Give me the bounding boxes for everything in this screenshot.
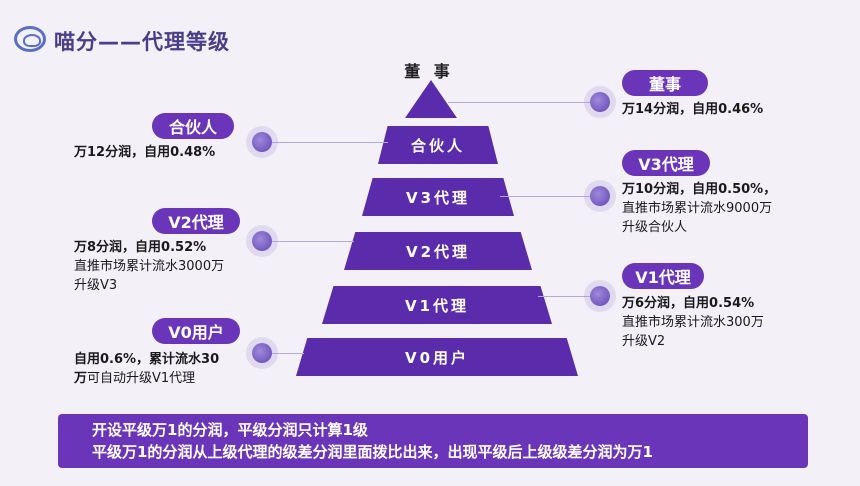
pyramid-top-label: 董 事 <box>404 62 454 81</box>
rules-banner-line2: 平级万1的分润从上级代理的级差分润里面拨比出来，出现平级后上级级差分润为万1 <box>92 443 653 461</box>
connector-v2 <box>270 241 354 242</box>
page-title: 喵分——代理等级 <box>54 30 230 54</box>
info-v0: 自用0.6%，累计流水30 万可自动升级V1代理 <box>74 350 219 388</box>
info-v2-line3: 升级V3 <box>74 278 118 293</box>
marker-dot-v1 <box>590 286 610 306</box>
connector-v1 <box>538 296 600 297</box>
badge-partner: 合伙人 <box>152 113 234 139</box>
info-v3-line2: 直推市场累计流水9000万 <box>622 201 773 216</box>
info-director: 万14分润，自用0.46% <box>622 100 763 119</box>
badge-v2: V2代理 <box>152 208 240 234</box>
info-partner: 万12分润，自用0.48% <box>74 143 215 162</box>
info-v1-line3: 升级V2 <box>622 334 666 349</box>
badge-v1: V1代理 <box>622 263 704 289</box>
marker-dot-v3 <box>590 186 610 206</box>
badge-v3: V3代理 <box>622 150 710 176</box>
rules-banner: 开设平级万1的分润，平级分润只计算1级 平级万1的分润从上级代理的级差分润里面拨… <box>58 414 808 468</box>
badge-director: 董事 <box>622 70 708 96</box>
info-v3-line1: 万10分润，自用0.50%， <box>622 182 777 197</box>
rules-banner-line1: 开设平级万1的分润，平级分润只计算1级 <box>92 421 368 439</box>
pyramid-apex <box>405 80 457 118</box>
info-v3: 万10分润，自用0.50%， 直推市场累计流水9000万 升级合伙人 <box>622 180 776 237</box>
badge-v0: V0用户 <box>152 318 240 344</box>
marker-dot-director <box>590 92 610 112</box>
pyramid-tier-v0: V0用户 <box>296 338 578 376</box>
marker-dot-partner <box>252 132 272 152</box>
info-v2-line1: 万8分润，自用0.52% <box>74 240 207 255</box>
info-v2-line2: 直推市场累计流水3000万 <box>74 259 225 274</box>
connector-v3 <box>500 196 600 197</box>
info-partner-line1: 万12分润，自用0.48% <box>74 145 216 160</box>
info-v0-line2: 万可自动升级V1代理 <box>74 369 219 388</box>
info-director-line1: 万14分润，自用0.46% <box>622 102 764 117</box>
marker-dot-v2 <box>252 231 272 251</box>
pyramid-tier-v2: V2代理 <box>344 232 532 270</box>
pyramid-tier-v3: V3代理 <box>362 178 514 216</box>
pyramid-tier-v1: V1代理 <box>322 286 552 324</box>
connector-director <box>448 102 600 103</box>
info-v0-line2-bold: 万 <box>74 371 88 386</box>
info-v2: 万8分润，自用0.52% 直推市场累计流水3000万 升级V3 <box>74 238 224 295</box>
info-v0-line2-rest: 可自动升级V1代理 <box>87 371 196 386</box>
marker-dot-v0 <box>252 343 272 363</box>
info-v1-line2: 直推市场累计流水300万 <box>622 315 764 330</box>
info-v0-line1: 自用0.6%，累计流水30 <box>74 352 220 367</box>
pyramid-tier-partner: 合伙人 <box>378 126 498 164</box>
connector-partner <box>270 142 388 143</box>
info-v3-line3: 升级合伙人 <box>622 220 688 235</box>
connector-v0 <box>270 353 304 354</box>
info-v1: 万6分润，自用0.54% 直推市场累计流水300万 升级V2 <box>622 294 764 351</box>
info-v1-line1: 万6分润，自用0.54% <box>622 296 755 311</box>
cat-logo-icon <box>14 26 46 52</box>
